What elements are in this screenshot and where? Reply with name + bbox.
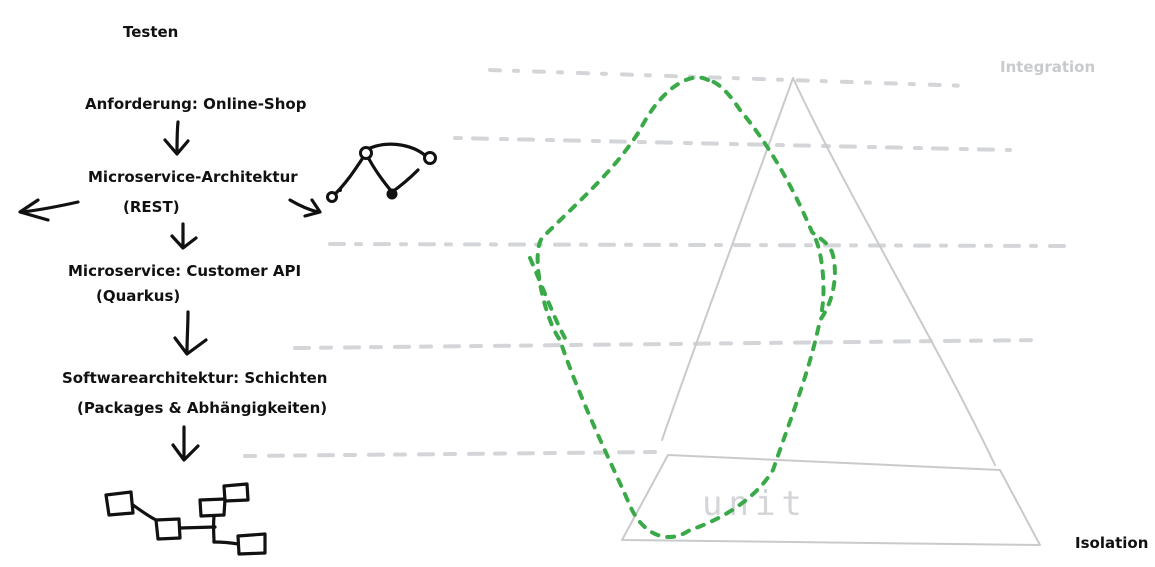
diagram-title: Testen <box>123 23 178 41</box>
pyramid-top-label: Integration <box>1000 58 1095 76</box>
package-dependency-icon <box>104 482 267 556</box>
service-sublabel: (Quarkus) <box>96 287 180 305</box>
level-dashed-lines <box>243 68 1074 458</box>
level-dashed-line <box>328 242 1074 248</box>
down-arrow-icon <box>170 222 198 250</box>
test-pyramid-base <box>621 454 1041 546</box>
pyramid-bottom-label: Isolation <box>1075 534 1148 552</box>
software-architecture-label: Softwarearchitektur: Schichten <box>62 369 327 387</box>
testing-focus-inner-stroke <box>528 238 826 342</box>
down-arrow-icon <box>163 120 190 156</box>
right-arrow-icon <box>288 198 322 218</box>
service-label: Microservice: Customer API <box>68 262 301 280</box>
down-arrow-icon <box>171 425 200 462</box>
testing-focus-outline <box>535 75 837 540</box>
level-dashed-line <box>488 68 972 88</box>
requirement-label: Anforderung: Online-Shop <box>85 95 307 113</box>
test-pyramid-outline <box>661 77 996 466</box>
service-network-icon <box>326 142 437 203</box>
left-arrow-icon <box>18 198 80 222</box>
level-dashed-line <box>243 450 662 458</box>
software-architecture-sublabel: (Packages & Abhängigkeiten) <box>77 399 327 417</box>
level-dashed-line <box>293 338 1042 350</box>
level-dashed-line <box>453 136 1012 152</box>
architecture-label: Microservice-Architektur <box>88 168 298 186</box>
architecture-sublabel: (REST) <box>123 198 180 216</box>
down-arrow-icon <box>173 310 208 356</box>
